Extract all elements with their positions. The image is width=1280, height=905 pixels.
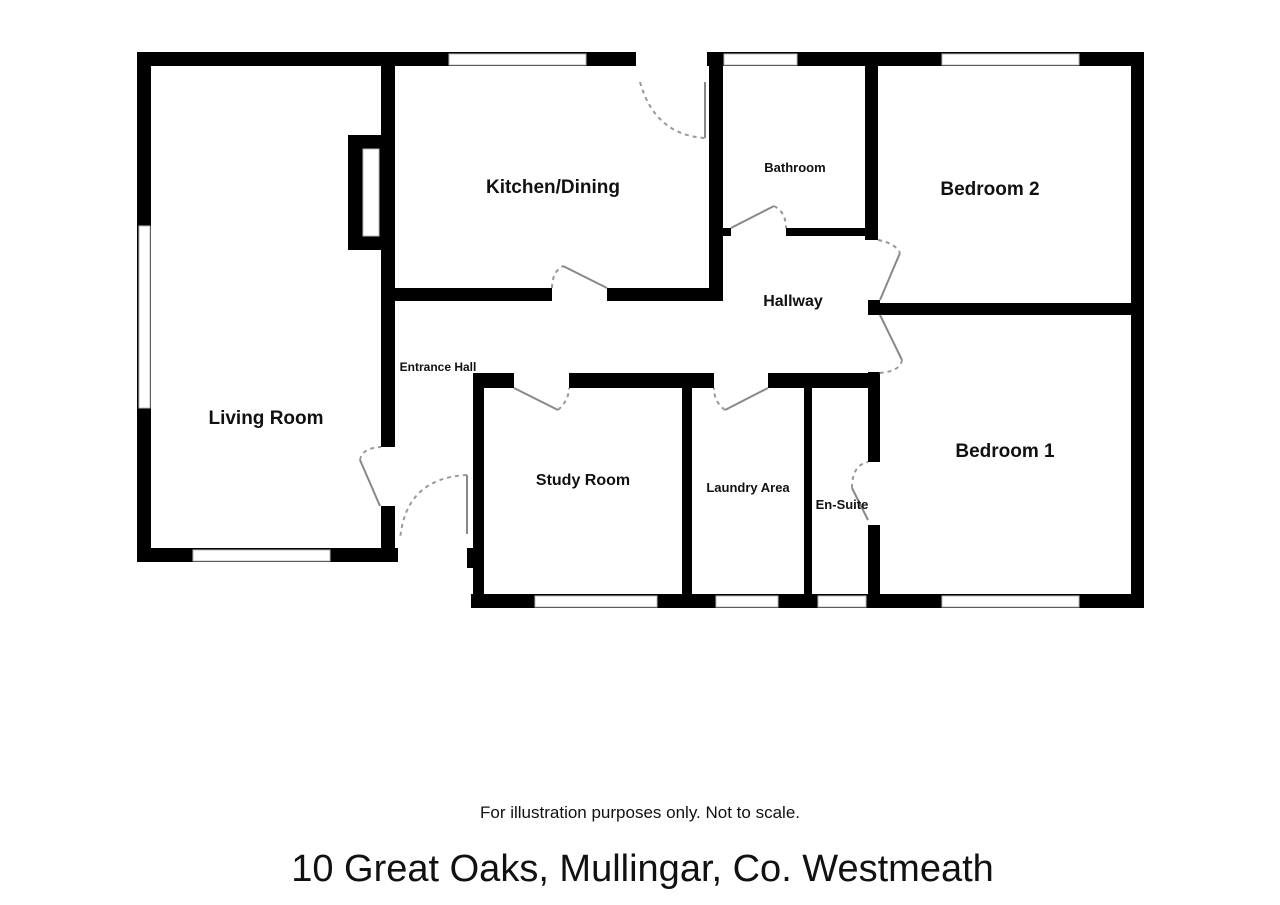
room-label-laundry-area: Laundry Area [706, 480, 790, 495]
room-label-entrance-hall: Entrance Hall [400, 360, 477, 374]
room-label-bedroom-1: Bedroom 1 [955, 441, 1055, 462]
doors [359, 81, 903, 541]
room-label-study-room: Study Room [536, 472, 630, 489]
property-address: 10 Great Oaks, Mullingar, Co. Westmeath [291, 848, 994, 890]
room-label-bathroom: Bathroom [764, 160, 825, 175]
disclaimer: For illustration purposes only. Not to s… [480, 803, 800, 822]
windows [138, 53, 1080, 608]
room-label-hallway: Hallway [763, 293, 823, 310]
walls [137, 52, 1144, 608]
room-label-kitchen-dining: Kitchen/Dining [486, 177, 620, 198]
room-label-living-room: Living Room [208, 408, 323, 429]
room-label-bedroom-2: Bedroom 2 [940, 179, 1039, 200]
room-label-en-suite: En-Suite [816, 497, 869, 512]
